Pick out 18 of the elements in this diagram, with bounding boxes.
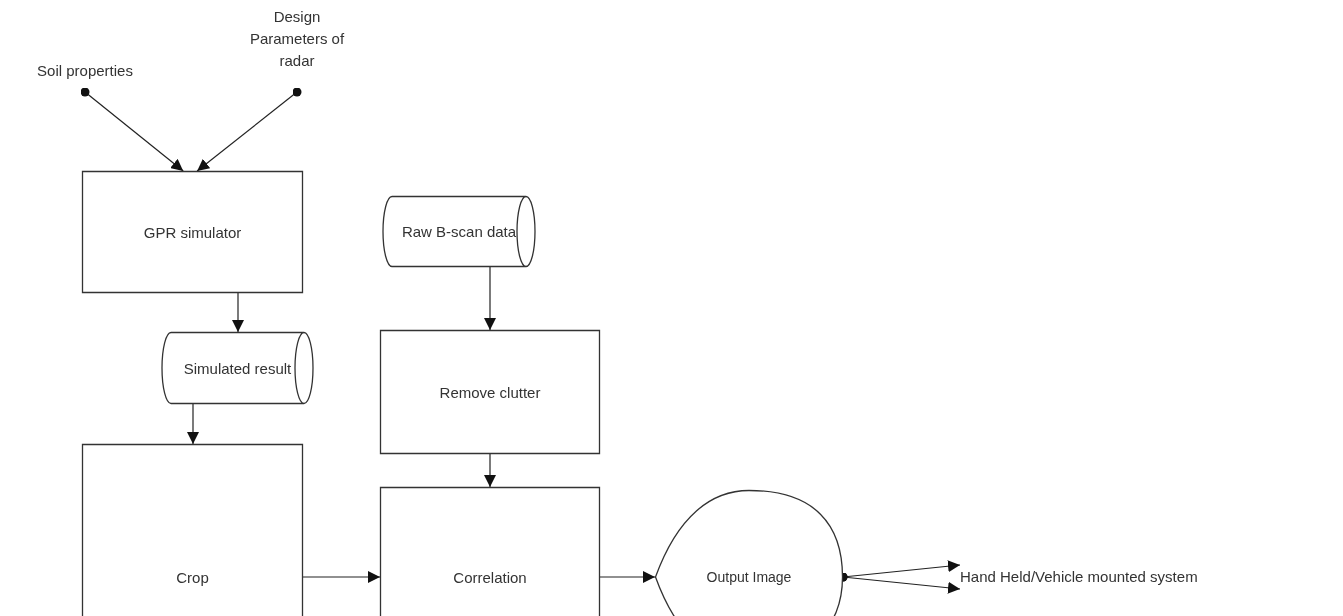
arrow [599, 571, 656, 583]
arrow [302, 571, 381, 583]
arrow [484, 266, 496, 331]
data-label: Raw B-scan data [401, 223, 517, 240]
box-label: Correlation [453, 568, 527, 586]
arrow [196, 87, 302, 172]
arrow [484, 453, 496, 488]
box-label: GPR simulator [143, 223, 242, 241]
data-label: Simulated result [183, 359, 292, 377]
input-label: Design Parameters of radar [248, 7, 346, 71]
arrow [80, 87, 184, 172]
box-label: Crop [176, 568, 209, 586]
arrow [187, 403, 199, 445]
input-label: Soil properties [37, 61, 133, 81]
output-label: Hand Held/Vehicle mounted system [960, 567, 1198, 587]
output-label: Output Image [706, 569, 792, 585]
box-label: Remove clutter [439, 383, 541, 401]
arrow [232, 292, 244, 333]
